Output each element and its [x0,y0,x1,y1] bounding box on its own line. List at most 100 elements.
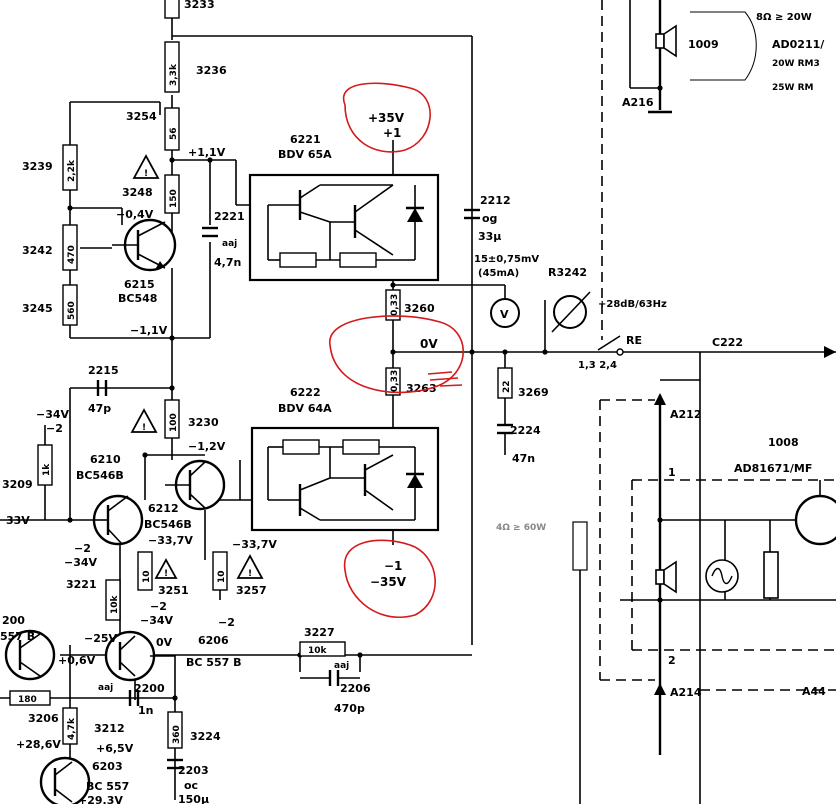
svg-text:aaj: aaj [98,683,113,693]
svg-text:10: 10 [217,570,227,583]
svg-text:−1,2V: −1,2V [188,440,226,453]
svg-text:557 B: 557 B [0,630,35,643]
svg-text:BC546B: BC546B [76,469,124,482]
svg-text:aaj: aaj [222,239,237,249]
resistor-3263: 0,33 3263 [385,367,437,396]
transistor-6200: 200 557 B [0,614,56,681]
speaker-1009: 1009 8Ω ≥ 20W AD0211/ 20W RM3 25W RM [655,11,825,93]
svg-text:+1,1V: +1,1V [188,146,226,159]
supply-minus-35v: −1 −35V [370,559,407,589]
midpoint-0v: 0V [420,337,438,351]
resistor-3233: 3233 [164,0,215,19]
voltage-labels: +1,1V −0,4V −1,1V −34V −2 −1,2V −33,7V −… [6,146,539,804]
svg-text:+6,5V: +6,5V [96,742,134,755]
svg-text:3260: 3260 [404,302,435,315]
svg-text:V: V [500,308,509,321]
svg-text:3209: 3209 [2,478,33,491]
svg-text:A212: A212 [670,408,701,421]
svg-text:−34V: −34V [140,614,174,627]
svg-text:100: 100 [169,413,179,432]
svg-text:0,33: 0,33 [390,294,400,316]
svg-text:10: 10 [142,570,152,583]
svg-text:(45mA): (45mA) [478,268,519,279]
resistor-3245: 560 3245 [22,284,78,326]
transistor-6203: 6203 BC 557 [39,756,129,804]
relay-switch: RE 1,3 2,4 [578,334,642,371]
svg-text:1008: 1008 [768,436,799,449]
svg-text:!: ! [142,423,146,433]
svg-text:6215: 6215 [124,278,155,291]
svg-text:!: ! [248,569,252,579]
svg-text:1,3 2,4: 1,3 2,4 [578,360,617,371]
resistor-3224: 360 3224 [167,711,221,749]
svg-text:+28,6V: +28,6V [16,738,61,751]
svg-text:3230: 3230 [188,416,219,429]
svg-text:!: ! [164,569,168,579]
svg-text:3245: 3245 [22,302,53,315]
svg-text:3227: 3227 [304,626,335,639]
connector-a44: A44 [802,685,826,698]
svg-text:−2: −2 [150,600,167,613]
svg-text:−0,4V: −0,4V [116,208,154,221]
svg-text:0V: 0V [156,636,173,649]
speaker-1008: 1008 AD81671/MF 1 2 [655,436,836,667]
svg-text:47p: 47p [88,402,111,415]
svg-text:150µ: 150µ [178,793,209,804]
capacitor-2215: 2215 47p [88,364,119,415]
svg-text:A216: A216 [622,96,654,109]
svg-text:3251: 3251 [158,584,189,597]
svg-text:2203: 2203 [178,764,209,777]
resistor-3230: 100 3230 [164,399,219,439]
resistor-3221: 10k 3221 [66,578,121,621]
svg-text:2206: 2206 [340,682,371,695]
svg-text:20W RM3: 20W RM3 [772,59,820,69]
svg-text:4Ω ≥ 60W: 4Ω ≥ 60W [496,523,546,533]
svg-text:2200: 2200 [134,682,165,695]
svg-text:6212: 6212 [148,502,179,515]
svg-text:0V: 0V [420,337,438,351]
svg-text:3224: 3224 [190,730,221,743]
capacitor-2221: 2221 aaj 4,7n [202,210,245,269]
svg-text:4,7k: 4,7k [67,717,77,740]
capacitor-2200: aaj 2200 1n [98,682,165,717]
svg-text:470p: 470p [334,702,365,715]
svg-text:1009: 1009 [688,38,719,51]
svg-text:2215: 2215 [88,364,119,377]
svg-text:−2: −2 [74,542,91,555]
svg-text:150: 150 [169,189,179,208]
svg-text:BC548: BC548 [118,292,157,305]
svg-text:15±0,75mV: 15±0,75mV [474,254,539,265]
transistor-6206: 6206 BC 557 B [104,630,241,682]
resistor-3227: 10k 3227 [299,626,346,657]
svg-text:10k: 10k [308,646,328,656]
svg-text:!: ! [144,169,148,179]
svg-text:33V: 33V [6,514,30,527]
svg-text:BC546B: BC546B [144,518,192,531]
svg-text:1k: 1k [42,463,52,476]
svg-text:33µ: 33µ [478,230,501,243]
svg-text:1n: 1n [138,704,154,717]
svg-text:6221: 6221 [290,133,321,146]
pot-r3242: R3242 +28dB/63Hz [548,266,667,333]
svg-text:3236: 3236 [196,64,227,77]
svg-text:2,2k: 2,2k [67,159,77,182]
svg-text:−2: −2 [218,616,235,629]
svg-text:2221: 2221 [214,210,245,223]
svg-text:+28dB/63Hz: +28dB/63Hz [598,299,667,310]
svg-text:+0,6V: +0,6V [58,654,96,667]
resistor-3269: 22 3269 [497,367,549,399]
svg-text:3257: 3257 [236,584,267,597]
svg-text:10k: 10k [110,594,120,614]
svg-text:−1,1V: −1,1V [130,324,168,337]
resistor-3251: 10 3251 [137,551,189,597]
capacitor-2203: 2203 oc 150µ [167,758,209,804]
svg-text:3248: 3248 [122,186,153,199]
svg-text:3233: 3233 [184,0,215,11]
svg-text:−1: −1 [384,559,402,573]
svg-text:BDV 64A: BDV 64A [278,402,332,415]
svg-text:1: 1 [668,466,676,479]
connector-a216: A216 [622,96,672,114]
darlington-6221: 6221 BDV 65A [248,133,440,282]
svg-text:22: 22 [502,380,512,393]
